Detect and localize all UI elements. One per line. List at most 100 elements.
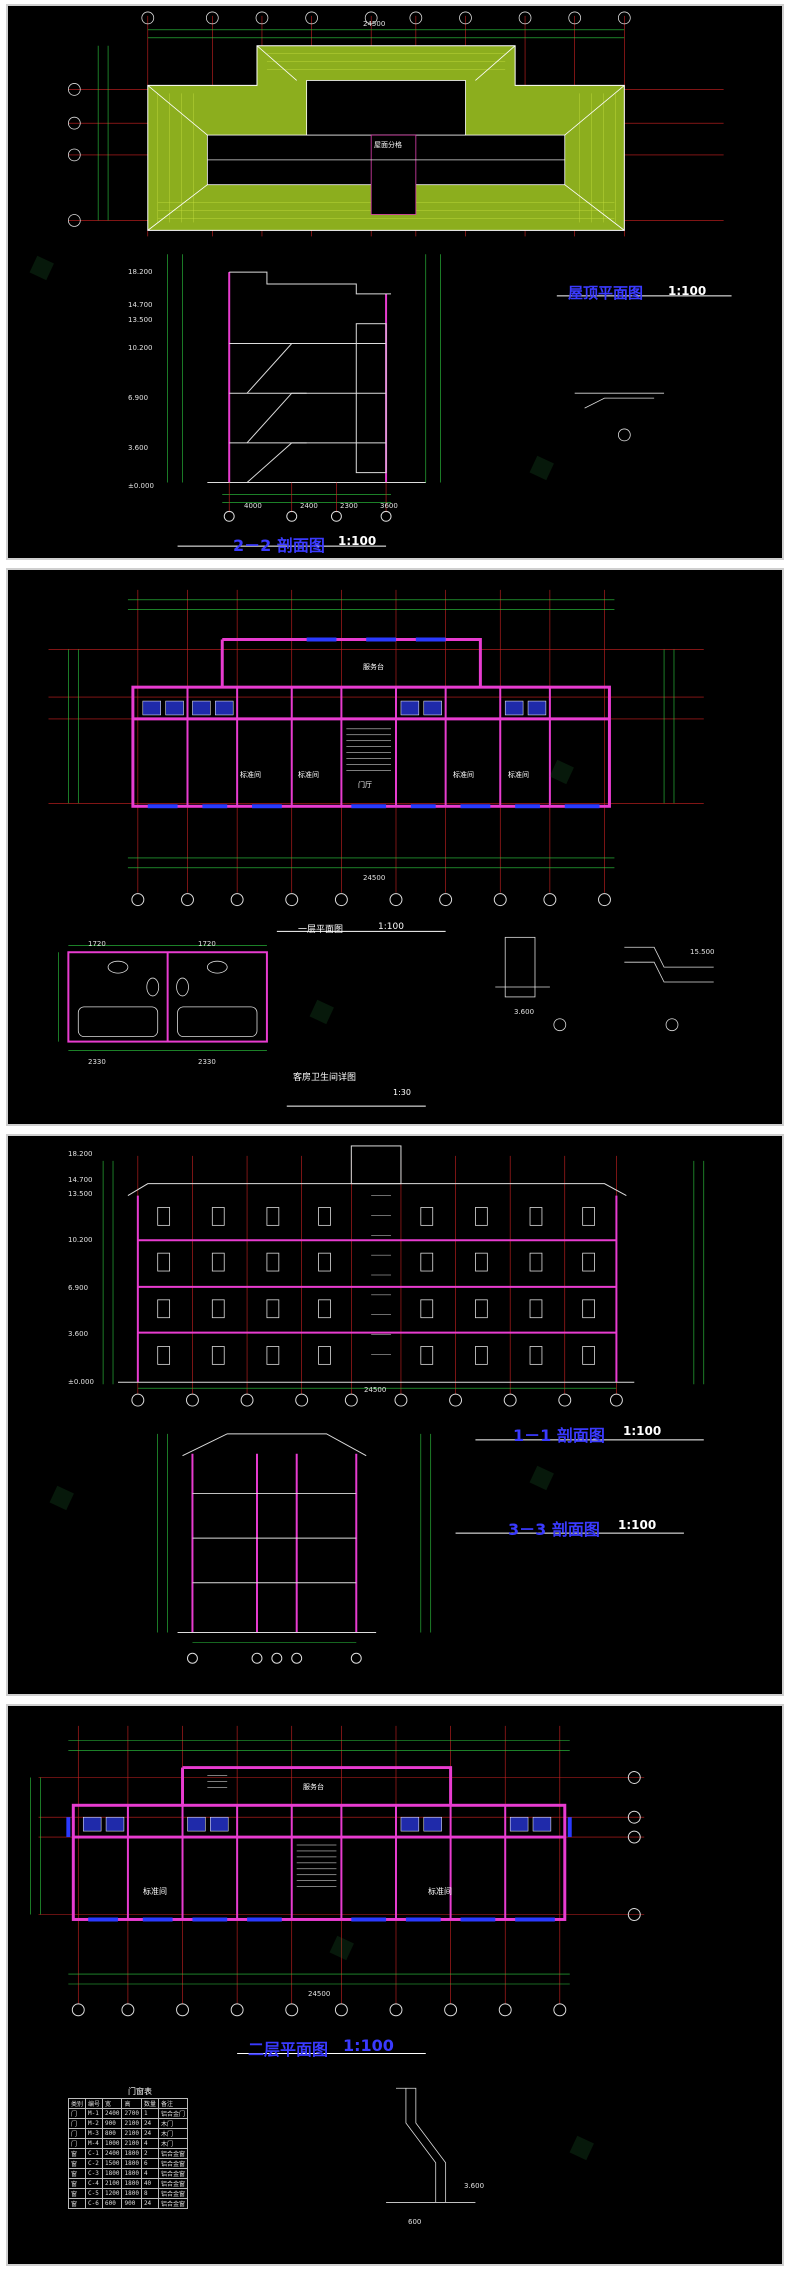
roof-plan-scale: 1:100: [668, 284, 707, 298]
table-cell: 800: [102, 2128, 123, 2139]
drawing-sheet-second-floor-plan: ◆ ◆ 标准间 标准间 服务台 24500 二层平面图 1:100 门窗表 类别…: [6, 1704, 784, 2266]
table-header-cell: 高: [121, 2098, 142, 2109]
section-33-title: 3－3 剖面图: [508, 1520, 600, 1539]
section-33-scale: 1:100: [618, 1518, 657, 1532]
room-label: 服务台: [303, 1783, 324, 1791]
table-cell: 2400: [102, 2108, 123, 2119]
elevation-label: 6.900: [68, 1284, 89, 1292]
table-cell: 8: [140, 2188, 159, 2199]
roof-plan-drawing: [67, 11, 732, 547]
top-dim-label: 24500: [363, 20, 386, 28]
table-cell: 铝合金窗: [157, 2178, 188, 2189]
room-label: 标准间: [240, 771, 261, 779]
table-cell: M-4: [85, 2138, 104, 2149]
room-label: 标准间: [453, 771, 474, 779]
table-cell: 1200: [102, 2188, 123, 2199]
floor-plan-title: 二层平面图: [248, 2040, 329, 2059]
table-cell: 窗: [67, 2178, 87, 2189]
bottom-dim: 3600: [380, 502, 398, 510]
table-cell: C-1: [85, 2148, 104, 2159]
room-label: 标准间: [428, 1887, 452, 1896]
total-dim-label: 24500: [363, 874, 386, 882]
room-label: 标准间: [508, 771, 529, 779]
table-cell: 1800: [121, 2148, 142, 2159]
toilet-dim: 2330: [198, 1058, 216, 1066]
table-cell: M-3: [85, 2128, 104, 2139]
table-header-cell: 类别: [67, 2098, 87, 2109]
elevation-label: 3.600: [128, 444, 149, 452]
table-cell: 2100: [121, 2128, 142, 2139]
elevation-label: 6.900: [128, 394, 149, 402]
floor-plan-scale: 1:100: [378, 922, 404, 932]
section-22-title: 2－2 剖面图: [233, 536, 325, 555]
table-cell: 窗: [67, 2148, 87, 2159]
section-22-scale: 1:100: [338, 534, 377, 548]
elevation-label: 10.200: [128, 344, 153, 352]
table-cell: 4: [140, 2168, 159, 2179]
table-cell: C-4: [85, 2178, 104, 2189]
table-cell: 窗: [67, 2188, 87, 2199]
table-cell: 铝合金窗: [157, 2168, 188, 2179]
table-cell: 1800: [121, 2178, 142, 2189]
table-cell: 2100: [121, 2138, 142, 2149]
table-cell: 1800: [121, 2168, 142, 2179]
table-cell: 2400: [102, 2148, 123, 2159]
table-header-cell: 备注: [157, 2098, 188, 2109]
table-cell: 门: [67, 2108, 87, 2119]
table-cell: 铝合金窗: [157, 2158, 188, 2169]
elevation-label: 3.600: [68, 1330, 89, 1338]
toilet-dim: 1720: [88, 940, 106, 948]
table-cell: 40: [140, 2178, 159, 2189]
elevation-label: 18.200: [128, 268, 153, 276]
table-cell: 900: [121, 2198, 142, 2209]
room-label: 标准间: [298, 771, 319, 779]
bottom-dim: 4000: [244, 502, 262, 510]
roof-ridge-label: 屋面分格: [374, 141, 402, 149]
toilet-detail-scale: 1:30: [393, 1088, 411, 1097]
toilet-dim: 2330: [88, 1058, 106, 1066]
table-cell: 1800: [102, 2168, 123, 2179]
table-cell: C-2: [85, 2158, 104, 2169]
table-cell: 2: [140, 2148, 159, 2159]
table-cell: M-1: [85, 2108, 104, 2119]
table-cell: 24: [140, 2128, 159, 2139]
table-cell: C-3: [85, 2168, 104, 2179]
table-cell: 木门: [157, 2138, 188, 2149]
table-cell: 2100: [121, 2118, 142, 2129]
table-cell: 木门: [157, 2128, 188, 2139]
table-cell: 1800: [121, 2158, 142, 2169]
section-11-scale: 1:100: [623, 1424, 662, 1438]
table-cell: 铝合金门: [157, 2108, 188, 2119]
table-cell: 1: [140, 2108, 159, 2119]
table-cell: 门: [67, 2128, 87, 2139]
table-cell: 铝合金窗: [157, 2198, 188, 2209]
table-header-cell: 数量: [140, 2098, 159, 2109]
table-cell: 窗: [67, 2198, 87, 2209]
detail-dim: 15.500: [690, 948, 715, 956]
elevation-drawing: [102, 1145, 705, 1664]
room-label: 标准间: [143, 1887, 167, 1896]
table-cell: 窗: [67, 2158, 87, 2169]
table-cell: 2100: [102, 2178, 123, 2189]
detail-dim: 3.600: [464, 2182, 485, 2190]
elevation-label: 18.200: [68, 1150, 93, 1158]
total-dim-label: 24500: [308, 1990, 331, 1998]
table-cell: C-6: [85, 2198, 104, 2209]
table-cell: 铝合金窗: [157, 2188, 188, 2199]
detail-dim: 600: [408, 2218, 422, 2226]
first-floor-plan-drawing: [48, 589, 714, 1107]
table-cell: 1500: [102, 2158, 123, 2169]
table-cell: 铝合金窗: [157, 2148, 188, 2159]
elevation-label: 13.500: [68, 1190, 93, 1198]
drawing-sheet-roof-and-section: ◆ ◆ 24500 屋面分格 屋顶平面图 1:100 2－2 剖面图 1:100…: [6, 4, 784, 560]
table-cell: 600: [102, 2198, 123, 2209]
